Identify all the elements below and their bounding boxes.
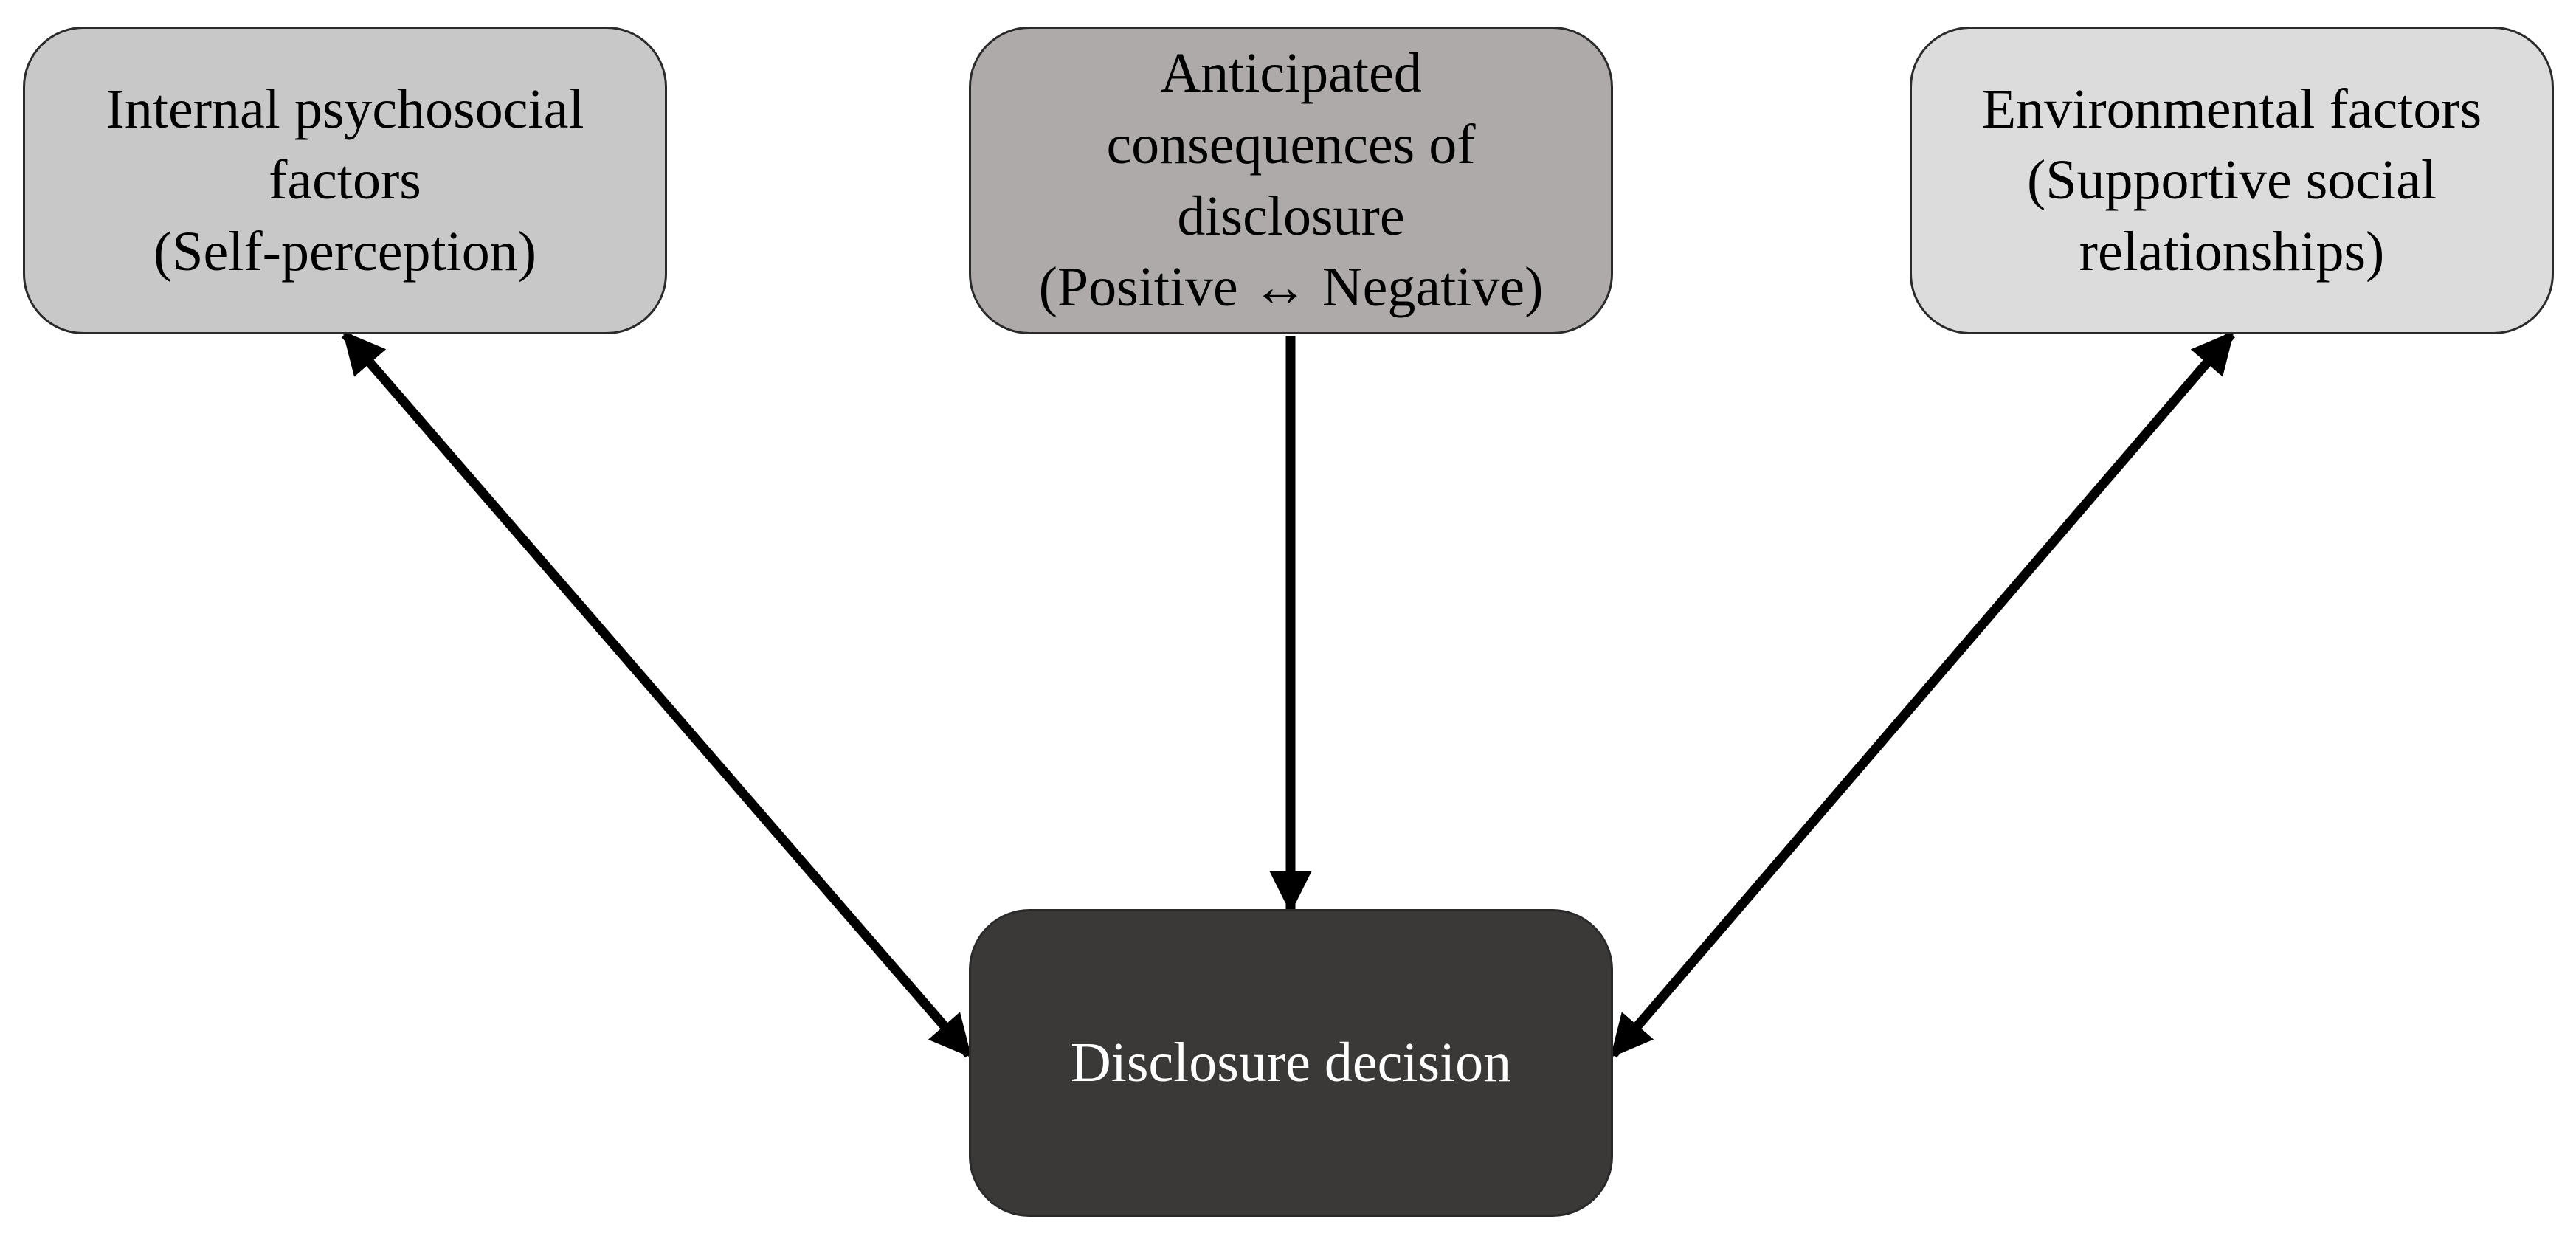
node-anticipated-consequences: Anticipated consequences of disclosure (… — [969, 27, 1613, 334]
node-environmental-line-2: (Supportive social — [2026, 149, 2437, 212]
node-internal-line-2: factors — [269, 149, 421, 212]
node-anticipated-line-4: (Positive ↔ Negative) — [1038, 256, 1544, 319]
edge-environmental-to-decision — [1609, 331, 2235, 1058]
node-anticipated-line-3: disclosure — [1177, 184, 1405, 247]
node-environmental-factors: Environmental factors (Supportive social… — [1910, 27, 2554, 334]
node-internal-psychosocial-factors: Internal psychosocial factors (Self-perc… — [23, 27, 667, 334]
node-disclosure-decision: Disclosure decision — [969, 909, 1613, 1217]
node-internal-line-3: (Self-perception) — [153, 220, 537, 283]
node-environmental-line-3: relationships) — [2079, 220, 2385, 283]
edge-internal-to-decision — [342, 331, 973, 1058]
node-anticipated-line-2: consequences of — [1106, 113, 1476, 176]
node-decision-line-1: Disclosure decision — [1070, 1032, 1512, 1094]
node-anticipated-line-1: Anticipated — [1160, 42, 1422, 105]
node-internal-line-1: Internal psychosocial — [106, 77, 584, 140]
node-environmental-line-1: Environmental factors — [1981, 77, 2482, 140]
